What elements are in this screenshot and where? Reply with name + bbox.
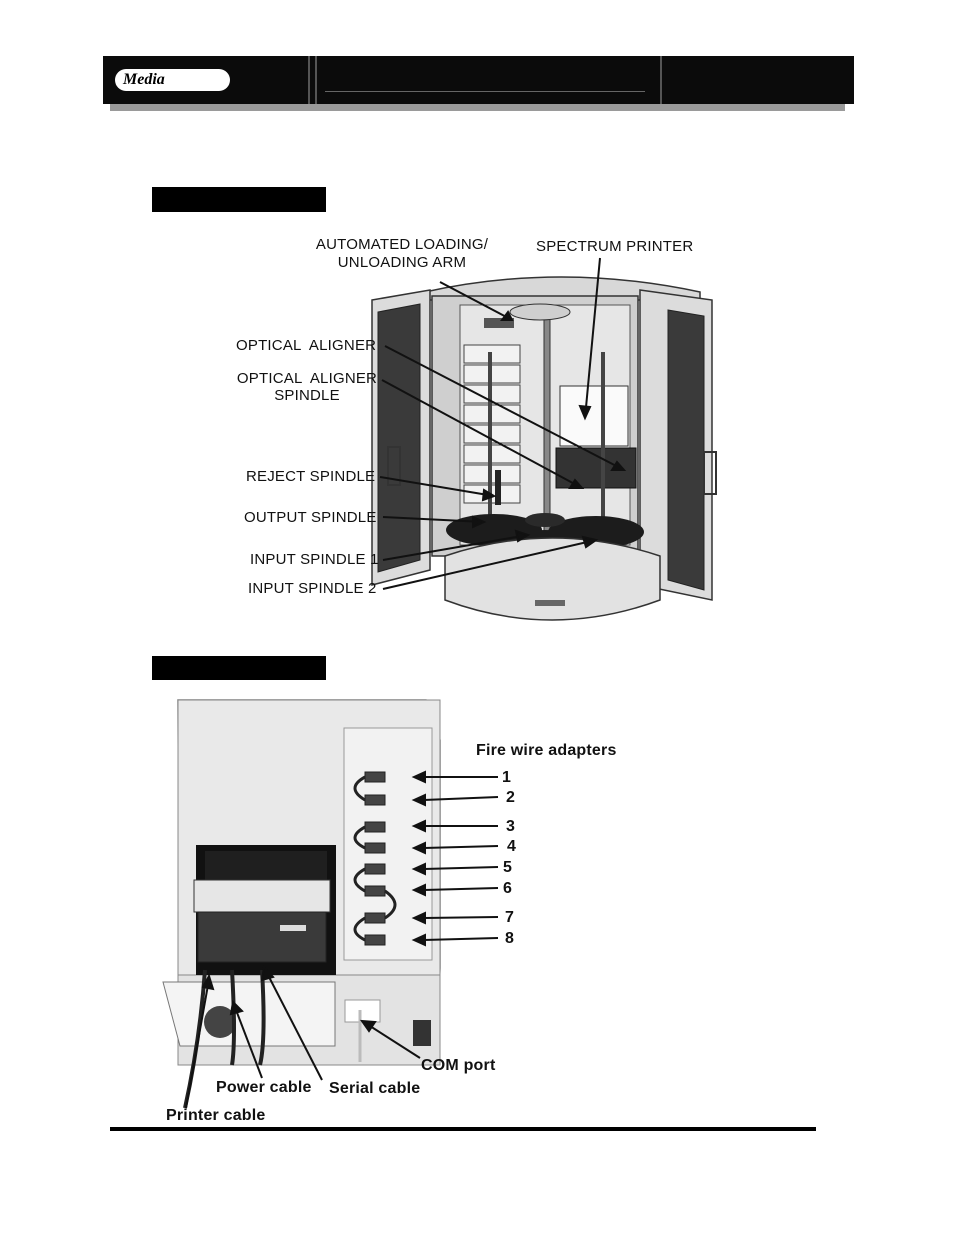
firewire-adapter-stack xyxy=(364,771,386,946)
label-port-4: 4 xyxy=(507,838,517,855)
label-input-spindle-2: INPUT SPINDLE 2 xyxy=(248,580,377,597)
logo-word-form: FORM xyxy=(166,68,223,91)
header-divider xyxy=(660,56,662,104)
label-serial-cable: Serial cable xyxy=(329,1080,421,1097)
label-port-5: 5 xyxy=(503,859,513,876)
label-optical-aligner: OPTICAL ALIGNER xyxy=(236,337,377,354)
label-power-cable: Power cable xyxy=(216,1079,312,1096)
logo-word-media: Media xyxy=(123,71,165,88)
label-spectrum-printer: SPECTRUM PRINTER xyxy=(536,238,694,255)
label-output-spindle: OUTPUT SPINDLE xyxy=(244,509,377,526)
section-heading-bar xyxy=(152,656,326,680)
label-reject-spindle: REJECT SPINDLE xyxy=(246,468,376,485)
label-loading-arm: AUTOMATED LOADING/ UNLOADING ARM xyxy=(315,236,489,271)
front-view-figure: AUTOMATED LOADING/ UNLOADING ARM SPECTRU… xyxy=(236,236,717,621)
header-shadow xyxy=(110,104,845,111)
label-port-7: 7 xyxy=(505,909,515,926)
back-view-figure: Fire wire adapters 1 2 3 4 5 6 7 8 Power… xyxy=(162,699,617,1124)
label-port-8: 8 xyxy=(505,930,515,947)
footer-rule xyxy=(110,1127,816,1131)
back-view-illustration xyxy=(162,699,499,1109)
mediaform-logo: Media FORM xyxy=(103,56,308,104)
label-com-port: COM port xyxy=(421,1057,496,1074)
label-port-6: 6 xyxy=(503,880,513,897)
header-bar: Media FORM xyxy=(103,56,854,104)
label-port-3: 3 xyxy=(506,818,516,835)
label-input-spindle-1: INPUT SPINDLE 1 xyxy=(250,551,379,568)
header-divider xyxy=(308,56,310,104)
header-title-line xyxy=(325,91,645,92)
label-port-2: 2 xyxy=(506,789,516,806)
header-divider xyxy=(315,56,317,104)
label-printer-cable: Printer cable xyxy=(166,1107,266,1124)
label-optical-aligner-spindle: OPTICAL ALIGNER SPINDLE xyxy=(236,370,378,404)
section-heading-bar xyxy=(152,187,326,212)
label-port-1: 1 xyxy=(502,769,512,786)
front-view-illustration xyxy=(371,257,717,621)
label-firewire-adapters: Fire wire adapters xyxy=(476,742,617,759)
